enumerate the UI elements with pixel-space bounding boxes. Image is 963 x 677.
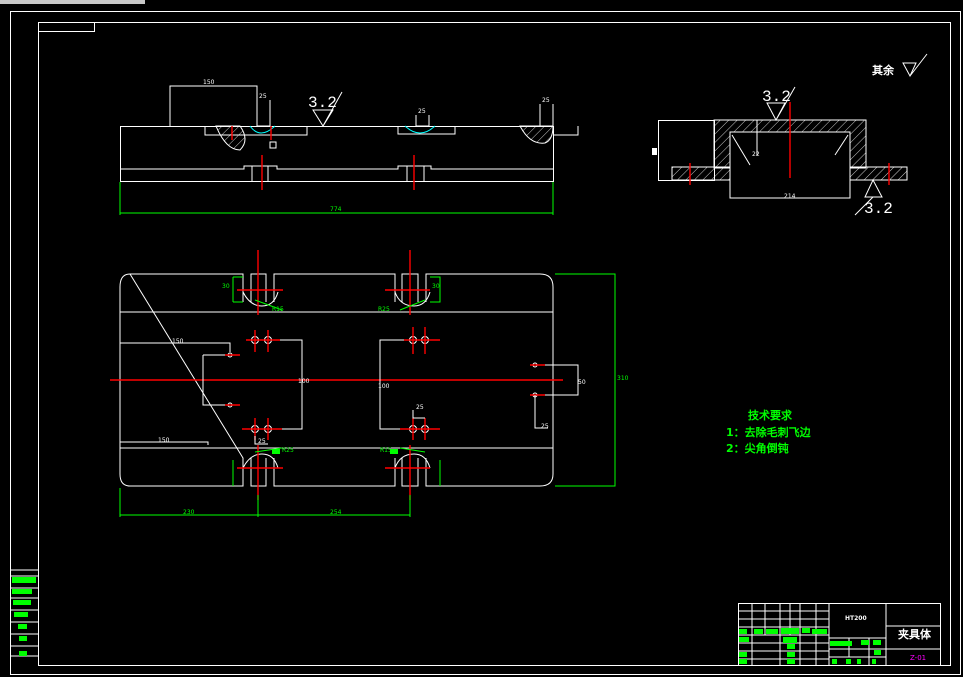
side-view: 774 150 25 25 25 3.2 xyxy=(119,79,579,215)
hole-span-dim: 100 xyxy=(298,378,310,385)
material-label: HT200 xyxy=(845,615,867,622)
mounting-holes xyxy=(225,327,545,440)
title-block: HT200 夹具体 Z-01 xyxy=(738,603,941,666)
plan-view: R15 R25 R25 R15 310 230 254 30 30 150 15… xyxy=(110,250,629,517)
radius-dim-right: R25 xyxy=(378,306,390,313)
plan-left-dim: 230 xyxy=(183,509,195,516)
outer-border xyxy=(10,11,961,675)
roughness-symbol-icon xyxy=(902,53,928,78)
side-length-dim: 774 xyxy=(330,206,342,213)
hole-span-dim-2: 100 xyxy=(378,383,390,390)
plan-center-dim: 254 xyxy=(330,509,342,516)
surface-finish-section-bottom: 3.2 xyxy=(864,200,893,218)
slot-width-dim-2: 25 xyxy=(418,108,426,115)
radius-dim-left-bottom: R25 xyxy=(282,447,294,454)
roughness-note: 其余 xyxy=(872,63,895,77)
slot-depth-dim: 30 xyxy=(222,283,230,290)
drawing-number: Z-01 xyxy=(910,654,926,662)
surface-finish-side: 3.2 xyxy=(308,94,337,112)
hole-pitch-dim-2: 25 xyxy=(416,404,424,411)
plan-height-dim: 310 xyxy=(617,375,629,382)
surface-finish-section-top: 3.2 xyxy=(762,88,791,106)
section-view: 22 214 3.2 3.2 其余 xyxy=(652,53,928,218)
side-offset-dim: 150 xyxy=(203,79,215,86)
plan-offset-dim: 150 xyxy=(172,338,184,345)
edge-dim: 25 xyxy=(541,423,549,430)
part-name: 夹具体 xyxy=(898,627,932,641)
tech-req-item: 1：去除毛刺飞边 xyxy=(726,425,812,439)
right-hole-span-dim: 50 xyxy=(578,379,586,386)
plan-offset-dim-2: 150 xyxy=(158,437,170,444)
left-binding-strip xyxy=(10,569,38,657)
slot-depth-dim-2: 30 xyxy=(432,283,440,290)
technical-requirements: 技术要求 1：去除毛刺飞边 2：尖角倒钝 xyxy=(726,408,812,455)
tech-req-title: 技术要求 xyxy=(748,408,793,422)
section-depth-dim: 22 xyxy=(752,151,760,158)
slot-width-dim: 25 xyxy=(259,93,267,100)
corner-label-box xyxy=(38,22,95,32)
slot-width-dim-3: 25 xyxy=(542,97,550,104)
tech-req-item: 2：尖角倒钝 xyxy=(726,441,789,455)
section-width-dim: 214 xyxy=(784,193,796,200)
radius-dim-right-bottom: R15 xyxy=(380,447,392,454)
hole-pitch-dim: 25 xyxy=(258,438,266,445)
inner-frame xyxy=(38,22,951,666)
window-toolbar-strip xyxy=(0,0,145,4)
radius-dim-left: R15 xyxy=(272,306,284,313)
